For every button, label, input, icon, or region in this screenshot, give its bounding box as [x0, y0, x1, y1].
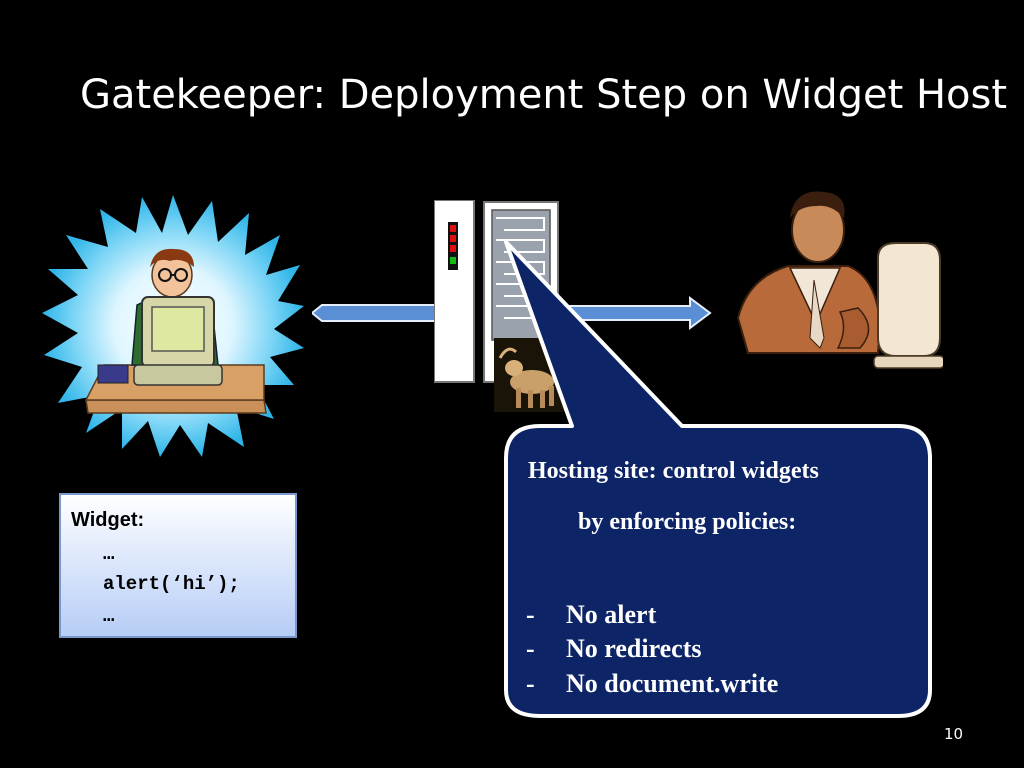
policy-item: - No redirects — [526, 634, 702, 664]
flow-arrow-to-user — [560, 296, 712, 330]
policy-item: - No document.write — [526, 669, 778, 699]
user-at-computer-illustration — [736, 191, 943, 369]
code-line-3: … — [103, 605, 115, 627]
guard-dog-image — [494, 338, 566, 412]
code-line-2: alert(‘hi’); — [103, 573, 240, 595]
policy-text: No alert — [566, 600, 657, 629]
widget-code-box: Widget: … alert(‘hi’); … — [59, 493, 297, 638]
policy-bullet: - — [526, 669, 535, 698]
policy-text: No redirects — [566, 634, 702, 663]
page-number: 10 — [944, 725, 964, 743]
policy-item: - No alert — [526, 600, 656, 630]
callout-heading-line1: Hosting site: control widgets — [528, 458, 819, 484]
developer-starburst-illustration — [42, 195, 304, 457]
callout-heading-line2: by enforcing policies: — [578, 509, 797, 535]
policy-bullet: - — [526, 600, 535, 629]
widget-label: Widget: — [71, 509, 145, 531]
code-line-1: … — [103, 543, 115, 565]
policy-bullet: - — [526, 634, 535, 663]
flow-arrow-to-server — [312, 304, 436, 322]
policy-text: No document.write — [566, 669, 779, 698]
slide-title: Gatekeeper: Deployment Step on Widget Ho… — [80, 72, 1008, 118]
